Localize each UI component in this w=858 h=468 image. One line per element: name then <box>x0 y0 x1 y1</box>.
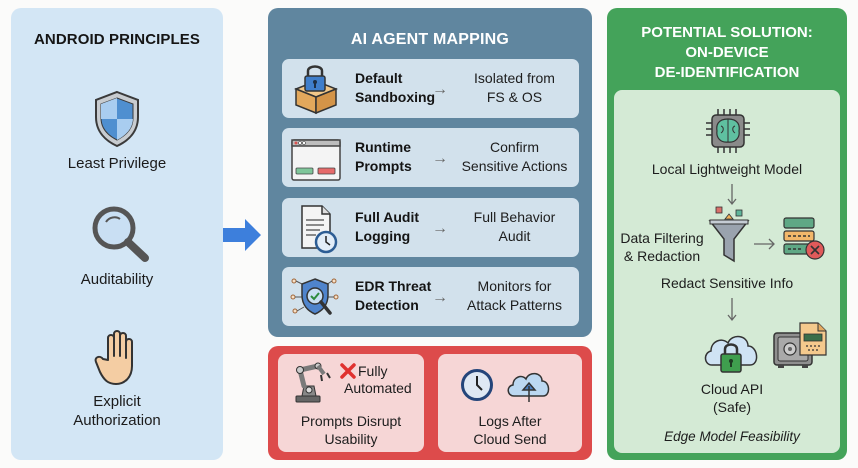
ai-agent-mapping-panel: AI AGENT MAPPING Default Sandboxing → Is… <box>268 8 592 337</box>
solution-flow: Local Lightweight Model Data Filtering &… <box>614 90 840 453</box>
safe-document-icon <box>773 322 827 368</box>
down-arrow-icon <box>727 298 737 322</box>
principle-label: Least Privilege <box>67 155 167 172</box>
mapping-description: Isolated from FS & OS <box>474 70 555 105</box>
funnel-icon <box>708 206 750 263</box>
fully-automated-tag: Fully <box>358 363 388 379</box>
mapping-row-sandboxing: Default Sandboxing → Isolated from FS & … <box>282 59 579 118</box>
principle-auditability: Auditability <box>11 204 223 289</box>
solution-title: POTENTIAL SOLUTION: ON-DEVICE DE-IDENTIF… <box>641 24 813 81</box>
mapping-row-audit-logging: Full Audit Logging → Full Behavior Audit <box>282 198 579 257</box>
cloud-upload-icon <box>507 372 550 402</box>
hand-stop-icon <box>94 330 133 385</box>
principle-label: Auditability <box>80 271 154 288</box>
dialog-window-icon <box>291 139 341 181</box>
redacted-records-icon <box>783 217 825 260</box>
right-arrow-small-icon <box>754 238 775 250</box>
mapping-name: Default Sandboxing <box>355 70 436 105</box>
document-clock-icon <box>301 205 338 254</box>
mapping-arrow: → <box>432 220 448 237</box>
issue-card-usability: Fully Automated Prompts Disrupt Usabilit… <box>278 354 424 452</box>
solution-panel: POTENTIAL SOLUTION: ON-DEVICE DE-IDENTIF… <box>607 8 847 460</box>
issue-label: Prompts Disrupt Usability <box>300 413 402 447</box>
mapping-arrow: → <box>432 150 448 167</box>
down-arrow-icon <box>727 184 737 206</box>
issues-panel: Fully Automated Prompts Disrupt Usabilit… <box>268 346 592 460</box>
redact-caption: Redact Sensitive Info <box>660 275 794 291</box>
android-principles-panel: ANDROID PRINCIPLES Least Privilege Audit… <box>11 8 223 460</box>
issue-card-cloud-logs: Logs After Cloud Send <box>438 354 582 452</box>
issue-label: Logs After Cloud Send <box>473 413 547 447</box>
right-arrow-icon <box>223 219 261 251</box>
principle-label: Explicit Authorization <box>73 393 161 429</box>
mapping-arrow: → <box>432 289 448 306</box>
mapping-arrow: → <box>432 81 448 98</box>
local-model-label: Local Lightweight Model <box>651 161 803 177</box>
fully-automated-tag-line2: Automated <box>344 380 412 396</box>
robot-arm-icon <box>295 362 331 403</box>
mapping-name: EDR Threat Detection <box>355 278 432 313</box>
magnifier-icon <box>92 206 149 262</box>
android-principles-title: ANDROID PRINCIPLES <box>34 31 200 48</box>
principle-explicit-authorization: Explicit Authorization <box>11 330 223 430</box>
shield-network-icon <box>290 278 339 315</box>
mapping-row-edr-detection: EDR Threat Detection → Monitors for Atta… <box>282 267 579 326</box>
shield-icon <box>95 90 139 148</box>
x-mark-icon <box>340 363 356 379</box>
mapping-description: Monitors for Attack Patterns <box>467 278 562 313</box>
mapping-description: Confirm Sensitive Actions <box>461 139 568 174</box>
filtering-label: Data Filtering & Redaction <box>620 230 704 264</box>
mapping-description: Full Behavior Audit <box>473 209 556 244</box>
cloud-api-label: Cloud API (Safe) <box>700 381 764 415</box>
principle-least-privilege: Least Privilege <box>11 90 223 173</box>
mapping-name: Full Audit Logging <box>355 209 420 244</box>
mapping-name: Runtime Prompts <box>355 139 412 174</box>
mapping-row-runtime-prompts: Runtime Prompts → Confirm Sensitive Acti… <box>282 128 579 187</box>
cloud-lock-icon <box>704 335 758 373</box>
edge-feasibility-caption: Edge Model Feasibility <box>664 429 800 444</box>
brain-chip-icon <box>706 109 750 153</box>
locked-box-icon <box>293 65 339 115</box>
ai-agent-mapping-title: AI AGENT MAPPING <box>350 31 510 48</box>
clock-icon <box>461 369 493 401</box>
